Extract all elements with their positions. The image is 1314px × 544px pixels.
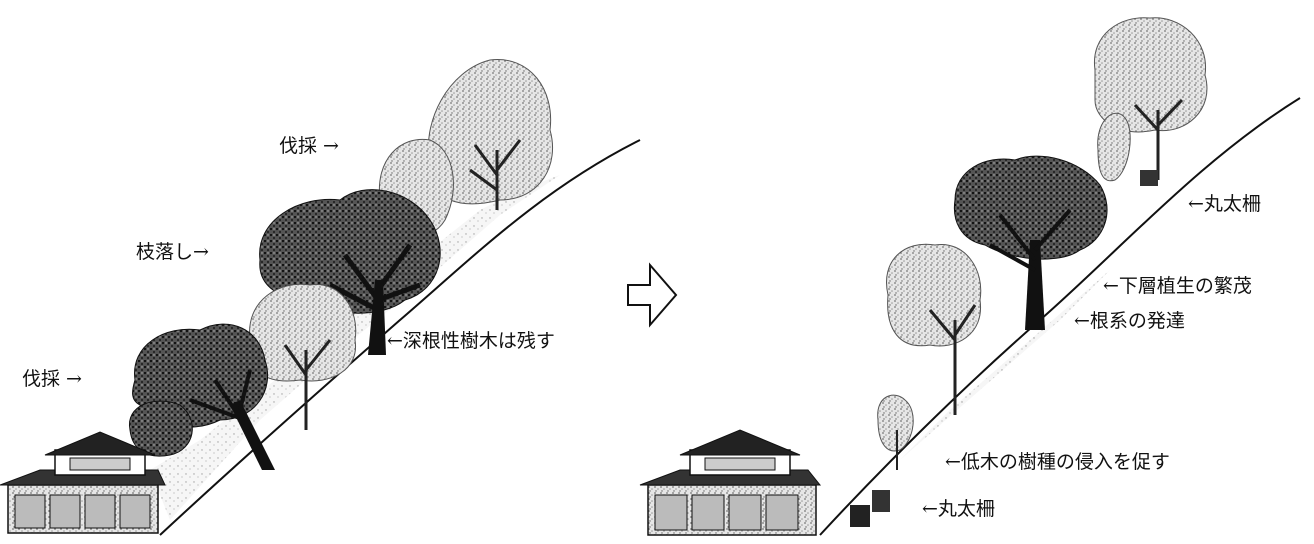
left-house <box>0 431 166 534</box>
right-dark-tree <box>953 155 1108 330</box>
left-felled-tree-lower <box>129 323 275 470</box>
label-prune: 枝落し→ <box>136 241 209 263</box>
left-pruned-tree <box>259 189 441 355</box>
label-fell-lower: 伐採 → <box>22 368 82 390</box>
label-keep-deep-root: ←深根性樹木は残す <box>387 330 555 352</box>
right-upper-shrub <box>1097 112 1131 182</box>
right-light-tree <box>886 243 982 415</box>
right-log-fence-lower <box>850 490 890 527</box>
label-undergrowth: ←下層植生の繁茂 <box>1103 275 1252 297</box>
outline-right-arrow-icon <box>627 262 678 328</box>
left-soil-band <box>150 175 560 520</box>
right-panel <box>639 17 1301 536</box>
label-log-fence-lower: ←丸太柵 <box>922 498 995 520</box>
right-soil-band <box>830 180 1200 530</box>
left-panel <box>0 59 641 536</box>
label-low-tree-invasion: ←低木の樹種の侵入を促す <box>945 451 1170 473</box>
right-log-fence-upper <box>1140 170 1158 186</box>
label-log-fence-upper: ←丸太柵 <box>1188 193 1261 215</box>
label-root-system: ←根系の発達 <box>1074 310 1185 332</box>
right-house <box>639 429 822 536</box>
left-slope-line <box>159 139 641 536</box>
label-fell-upper: 伐採 → <box>279 135 339 157</box>
left-light-tree-middle <box>248 283 357 430</box>
right-low-shrub <box>877 394 914 470</box>
